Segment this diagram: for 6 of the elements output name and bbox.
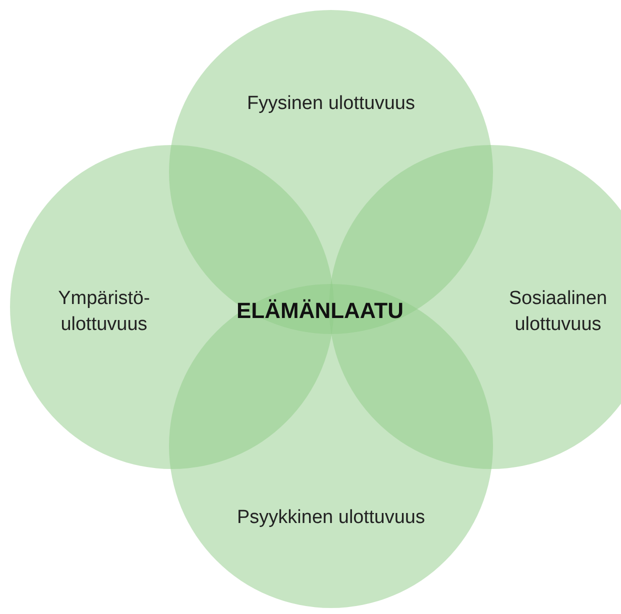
circle-label: Psyykkinen ulottuvuus bbox=[236, 506, 426, 530]
center-label: ELÄMÄNLAATU bbox=[236, 298, 404, 324]
circle-label: Fyysinen ulottuvuus bbox=[246, 92, 416, 116]
circle-label: Sosiaalinen ulottuvuus bbox=[508, 287, 608, 337]
venn-circle bbox=[168, 283, 494, 609]
circle-label: Ympäristö- ulottuvuus bbox=[57, 287, 151, 337]
